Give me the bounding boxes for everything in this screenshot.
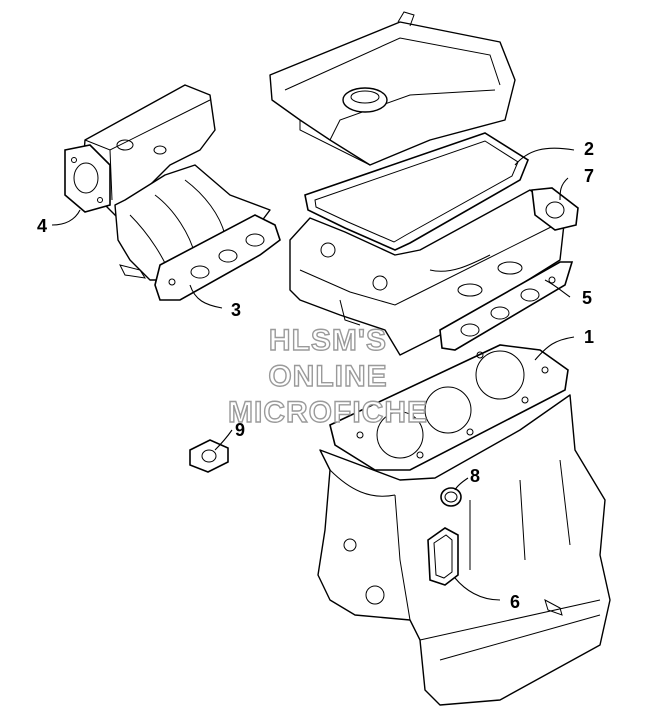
leader-lines <box>51 147 575 601</box>
valve-cover <box>269 11 516 166</box>
callout-5: 5 <box>582 288 592 308</box>
exhaust-gasket <box>439 261 574 351</box>
o-ring <box>440 487 462 507</box>
watermark-line-1: HLSM'S <box>269 324 387 357</box>
valve-cover-gasket <box>304 132 529 251</box>
intake-manifold-gasket <box>64 144 111 213</box>
callout-6: 6 <box>510 592 520 612</box>
callout-1: 1 <box>584 327 594 347</box>
small-gasket-7 <box>531 187 579 231</box>
callout-8: 8 <box>470 466 480 486</box>
engine-block <box>317 394 611 706</box>
callout-7: 7 <box>584 166 594 186</box>
outlet-gasket-6 <box>427 527 459 586</box>
head-gasket <box>329 344 569 471</box>
callout-2: 2 <box>584 139 594 159</box>
watermark-line-2: ONLINE <box>268 360 387 393</box>
small-gasket-9 <box>189 439 229 473</box>
callout-numbers: 1 2 3 4 5 6 7 8 9 <box>37 139 594 612</box>
watermark-line-3: MICROFICHE <box>228 396 428 429</box>
callout-4: 4 <box>37 216 47 236</box>
exhaust-manifold-gasket <box>154 214 281 301</box>
callout-9: 9 <box>235 420 245 440</box>
watermark: HLSM'S ONLINE MICROFICHE <box>227 323 428 429</box>
callout-3: 3 <box>231 300 241 320</box>
cylinder-head <box>289 189 566 356</box>
